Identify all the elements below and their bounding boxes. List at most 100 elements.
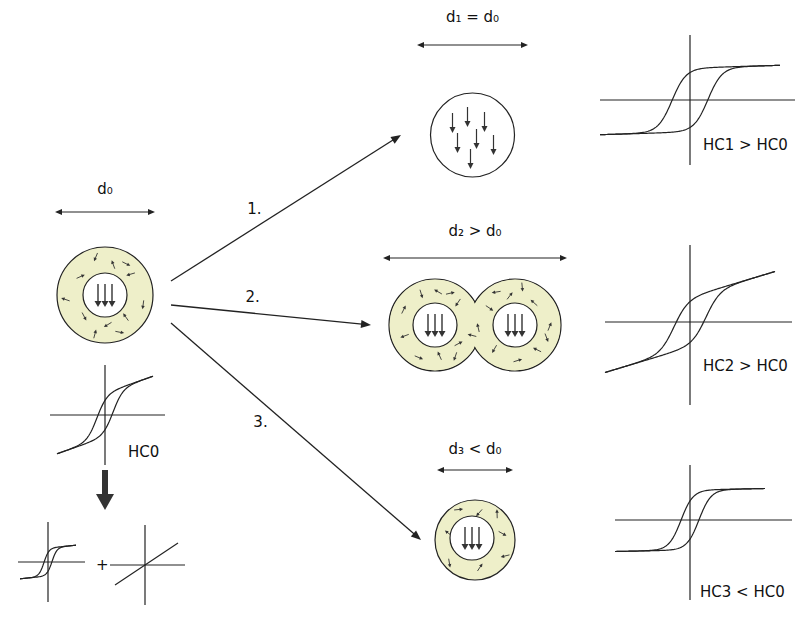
loop-branch <box>57 376 153 454</box>
arrow-head <box>506 467 513 473</box>
arrow-head <box>560 255 567 261</box>
loop-branch <box>600 65 780 134</box>
arrow-head <box>55 209 62 215</box>
arrow-head <box>439 331 446 337</box>
arrow-shaft <box>470 149 471 164</box>
arrow-head <box>501 554 505 557</box>
connector <box>171 305 362 324</box>
arrow-head <box>419 356 423 359</box>
particle-drawing <box>425 440 525 585</box>
axis <box>605 321 792 322</box>
loop-branch <box>20 545 76 579</box>
arrow-head <box>492 349 495 353</box>
arrow-head <box>519 331 526 337</box>
loop-branch <box>57 376 153 454</box>
arrow-shaft <box>423 44 522 45</box>
arrow-head <box>94 330 97 334</box>
arrow-head <box>445 530 449 534</box>
arrow-head <box>104 324 108 327</box>
arrow-shaft <box>427 314 428 332</box>
hysteresis-loop <box>18 522 85 602</box>
arrow-head <box>400 335 404 338</box>
arrow-shaft <box>102 470 108 496</box>
arrow-head <box>451 291 455 294</box>
arrow-head <box>495 509 498 513</box>
arrow-head <box>420 295 423 299</box>
arrow-head <box>120 331 124 334</box>
arrow-head <box>479 563 482 567</box>
axis <box>615 519 792 520</box>
core <box>413 303 457 347</box>
arrow-head <box>468 163 474 169</box>
dimension-label: d₃ < d₀ <box>425 440 525 458</box>
dimension-label: d₀ <box>45 180 165 198</box>
core <box>83 273 127 317</box>
arrow-shaft <box>104 284 105 302</box>
shell <box>470 280 560 370</box>
arrow-head <box>450 127 456 133</box>
hysteresis-loop <box>50 365 165 465</box>
axis <box>47 522 48 602</box>
arrow-head <box>453 357 456 361</box>
axis <box>600 99 795 100</box>
arrow-head <box>476 323 479 327</box>
arrow-head <box>95 301 102 307</box>
loop-branch <box>600 65 780 134</box>
arrow-head <box>123 313 126 317</box>
arrow-head <box>111 260 114 264</box>
particle-drawing <box>375 222 575 377</box>
arrow-head <box>94 257 97 261</box>
arrow-shaft <box>61 211 149 212</box>
hysteresis-loop <box>600 35 795 165</box>
coercivity-label: HC1 > HC0 <box>703 136 788 154</box>
particle-node: d₂ > d₀ <box>375 222 575 377</box>
step-number: 2. <box>243 288 261 306</box>
arrow-head <box>109 301 116 307</box>
coercivity-label: HC0 <box>128 443 159 461</box>
arrow-head <box>503 533 507 536</box>
arrow-head <box>455 147 461 153</box>
arrow-head <box>545 338 548 342</box>
particle-node: d₁ = d₀ <box>405 8 540 180</box>
arrow-head <box>102 301 109 307</box>
arrow-head <box>411 530 421 540</box>
arrow-head <box>126 263 130 266</box>
loop-branch <box>615 489 765 552</box>
linear-curve <box>115 543 178 585</box>
arrow-head <box>434 289 438 292</box>
particle <box>431 93 515 177</box>
shell <box>435 500 515 580</box>
arrow-head <box>83 317 86 321</box>
arrow-head <box>459 341 463 344</box>
arrow-head <box>533 348 537 351</box>
coercivity-label: HC3 < HC0 <box>700 583 785 601</box>
arrow-head <box>521 288 524 292</box>
arrow-shaft <box>484 112 485 127</box>
arrow-shaft <box>507 314 508 332</box>
linear-plot <box>110 525 185 605</box>
connector-group <box>171 305 371 328</box>
shell <box>389 279 481 371</box>
arrow-shaft <box>434 314 435 332</box>
arrow-head <box>455 303 458 307</box>
arrow-head <box>468 333 472 336</box>
particle-node: d₃ < d₀ <box>425 440 525 585</box>
decompose-arrow <box>96 470 114 510</box>
arrow-head <box>476 512 480 516</box>
axis <box>110 564 185 565</box>
arrow-head <box>476 544 483 550</box>
arrow-shaft <box>521 314 522 332</box>
arrow-head <box>417 42 424 48</box>
arrow-head <box>489 307 493 310</box>
connector-group <box>171 323 421 540</box>
connector-group <box>171 135 401 281</box>
arrow-head <box>437 467 444 473</box>
core <box>450 516 494 560</box>
particle-drawing <box>405 8 540 180</box>
arrow-shaft <box>493 135 494 150</box>
arrow-head <box>548 322 551 326</box>
hysteresis-loop <box>615 465 792 600</box>
loop-branch <box>20 545 76 579</box>
arrow-head <box>126 273 130 276</box>
arrow-shaft <box>464 527 465 545</box>
